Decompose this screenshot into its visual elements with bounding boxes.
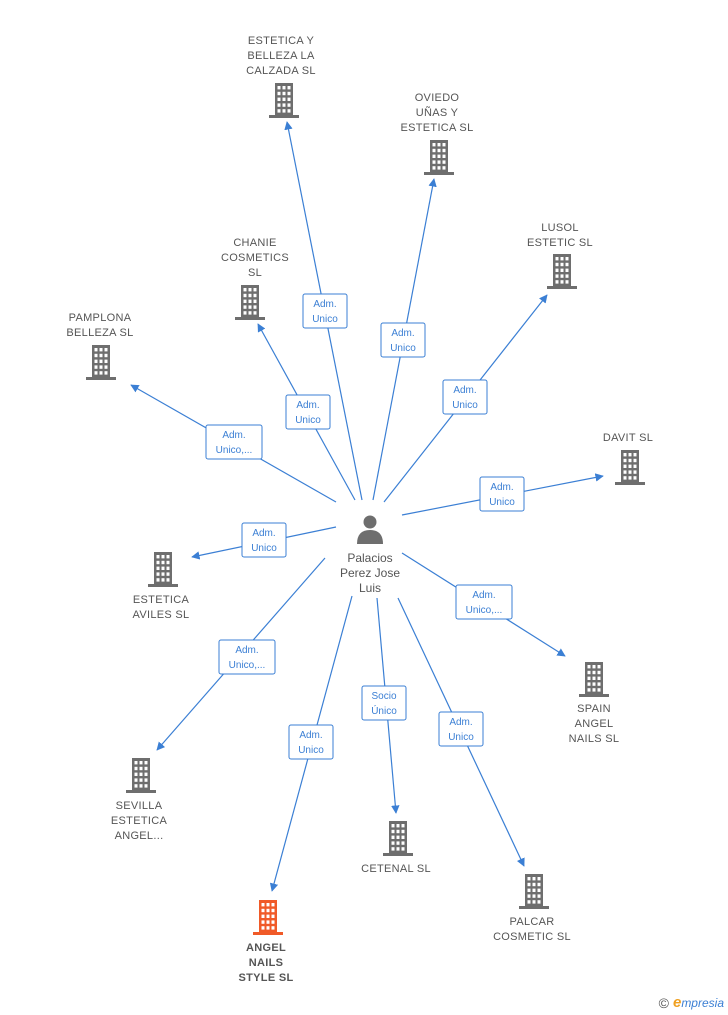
edge-label-text: Adm. <box>453 385 476 396</box>
building-icon[interactable] <box>383 821 413 856</box>
edge-labels-layer: Adm.UnicoAdm.UnicoAdm.UnicoAdm.UnicoAdm.… <box>205 293 525 760</box>
edge-label-text: Unico <box>448 732 474 743</box>
company-label[interactable]: COSMETIC SL <box>493 931 571 943</box>
company-label[interactable]: ANGEL <box>575 718 614 730</box>
edge-label-text: Unico <box>489 497 515 508</box>
person-name-label[interactable]: Perez Jose <box>340 566 400 580</box>
building-icon[interactable] <box>86 345 116 380</box>
edge-label-text: Unico <box>298 745 324 756</box>
company-label[interactable]: LUSOL <box>541 222 579 234</box>
copyright-symbol: © <box>658 994 669 1011</box>
edge-label-pamplona-belleza[interactable]: Adm. Unico,... <box>205 424 263 460</box>
building-icon[interactable] <box>253 900 283 935</box>
company-label[interactable]: SPAIN <box>577 703 611 715</box>
edge-label-text: Adm. <box>299 730 322 741</box>
person-icon[interactable] <box>357 515 383 545</box>
building-icon[interactable] <box>235 285 265 320</box>
company-label[interactable]: PAMPLONA <box>69 312 132 324</box>
building-icon[interactable] <box>126 758 156 793</box>
edge-label-text: Adm. <box>391 328 414 339</box>
edge-label-text: Adm. <box>490 482 513 493</box>
edge-label-text: Unico,... <box>229 660 266 671</box>
company-label[interactable]: COSMETICS <box>221 252 289 264</box>
edge-label-text: Adm. <box>313 299 336 310</box>
building-icon[interactable] <box>547 254 577 289</box>
nodes-layer: ESTETICA Y BELLEZA LA CALZADA SL OVIEDO UÑAS… <box>66 35 653 984</box>
company-node-cetenal[interactable]: CETENAL SL <box>361 821 431 875</box>
company-node-oviedo-unas-y-estetica[interactable]: OVIEDO UÑAS Y ESTETICA SL <box>401 92 474 175</box>
edge-label-text: Unico <box>390 343 416 354</box>
company-label[interactable]: ESTETICA Y <box>248 35 315 47</box>
company-label[interactable]: DAVIT SL <box>603 432 653 444</box>
company-label[interactable]: ESTETIC SL <box>527 237 593 249</box>
building-icon[interactable] <box>579 662 609 697</box>
company-node-chanie-cosmetics[interactable]: CHANIE COSMETICS SL <box>221 237 289 320</box>
company-node-pamplona-belleza[interactable]: PAMPLONA BELLEZA SL <box>66 312 133 380</box>
edge-label-davit[interactable]: Adm. Unico <box>479 476 525 512</box>
building-icon[interactable] <box>148 552 178 587</box>
edge-label-text: Unico <box>312 314 338 325</box>
edge-label-palcar-cosmetic[interactable]: Adm. Unico <box>438 711 484 747</box>
company-label[interactable]: BELLEZA LA <box>247 50 315 62</box>
person-name-label[interactable]: Luis <box>359 581 381 595</box>
edge-label-chanie-cosmetics[interactable]: Adm. Unico <box>285 394 331 430</box>
company-label[interactable]: OVIEDO <box>415 92 460 104</box>
edge-label-text: Unico,... <box>466 605 503 616</box>
building-icon[interactable] <box>269 83 299 118</box>
edge-label-text: Adm. <box>449 717 472 728</box>
person-name-label[interactable]: Palacios <box>347 551 392 565</box>
company-node-angel-nails-style[interactable]: ANGEL NAILS STYLE SL <box>239 900 294 984</box>
company-node-lusol-estetic[interactable]: LUSOL ESTETIC SL <box>527 222 593 289</box>
edge-label-text: Adm. <box>235 645 258 656</box>
company-label[interactable]: STYLE SL <box>239 972 294 984</box>
edge-label-spain-angel-nails[interactable]: Adm. Unico,... <box>455 584 513 620</box>
edge-label-text: Unico <box>251 543 277 554</box>
company-label[interactable]: SL <box>248 267 262 279</box>
company-label[interactable]: AVILES SL <box>133 609 190 621</box>
building-icon[interactable] <box>519 874 549 909</box>
company-label[interactable]: CETENAL SL <box>361 863 431 875</box>
edge-label-text: Adm. <box>252 528 275 539</box>
company-label[interactable]: CALZADA SL <box>246 65 316 77</box>
company-node-estetica-aviles[interactable]: ESTETICA AVILES SL <box>133 552 190 621</box>
edge-label-text: Socio <box>371 691 396 702</box>
company-label[interactable]: NAILS <box>249 957 284 969</box>
edge-label-text: Adm. <box>472 590 495 601</box>
edge-label-estetica-aviles[interactable]: Adm. Unico <box>241 522 287 558</box>
company-node-estetica-y-belleza-la-calzada[interactable]: ESTETICA Y BELLEZA LA CALZADA SL <box>246 35 316 118</box>
edge-label-text: Adm. <box>222 430 245 441</box>
building-icon[interactable] <box>424 140 454 175</box>
edge-label-text: Adm. <box>296 400 319 411</box>
edge-label-lusol-estetic[interactable]: Adm. Unico <box>442 379 488 415</box>
company-label[interactable]: PALCAR <box>510 916 555 928</box>
building-icon[interactable] <box>615 450 645 485</box>
edge-label-text: Único <box>371 704 397 717</box>
company-label[interactable]: UÑAS Y <box>416 106 459 119</box>
brand-footer: © empresia <box>659 994 724 1011</box>
edge-label-sevilla-estetica-angel[interactable]: Adm. Unico,... <box>218 639 276 675</box>
company-label[interactable]: ANGEL... <box>115 830 164 842</box>
company-label[interactable]: CHANIE <box>233 237 276 249</box>
company-node-palcar-cosmetic[interactable]: PALCAR COSMETIC SL <box>493 874 571 943</box>
empresia-logo[interactable]: empresia <box>672 994 724 1011</box>
edge-label-estetica-y-belleza-la-calzada[interactable]: Adm. Unico <box>302 293 348 329</box>
edge-label-text: Unico,... <box>216 445 253 456</box>
company-label[interactable]: NAILS SL <box>569 733 620 745</box>
company-label[interactable]: BELLEZA SL <box>66 327 133 339</box>
company-label[interactable]: SEVILLA <box>116 800 163 812</box>
company-node-spain-angel-nails[interactable]: SPAIN ANGEL NAILS SL <box>569 662 620 745</box>
company-label[interactable]: ESTETICA <box>111 815 168 827</box>
edge-label-oviedo-unas-y-estetica[interactable]: Adm. Unico <box>380 322 426 358</box>
company-node-davit[interactable]: DAVIT SL <box>603 432 653 485</box>
company-node-sevilla-estetica-angel[interactable]: SEVILLA ESTETICA ANGEL... <box>111 758 168 842</box>
company-label[interactable]: ANGEL <box>246 942 286 954</box>
company-label[interactable]: ESTETICA SL <box>401 122 474 134</box>
edge-label-angel-nails-style[interactable]: Adm. Unico <box>288 724 334 760</box>
edge-label-text: Unico <box>295 415 321 426</box>
company-label[interactable]: ESTETICA <box>133 594 190 606</box>
edge-label-text: Unico <box>452 400 478 411</box>
